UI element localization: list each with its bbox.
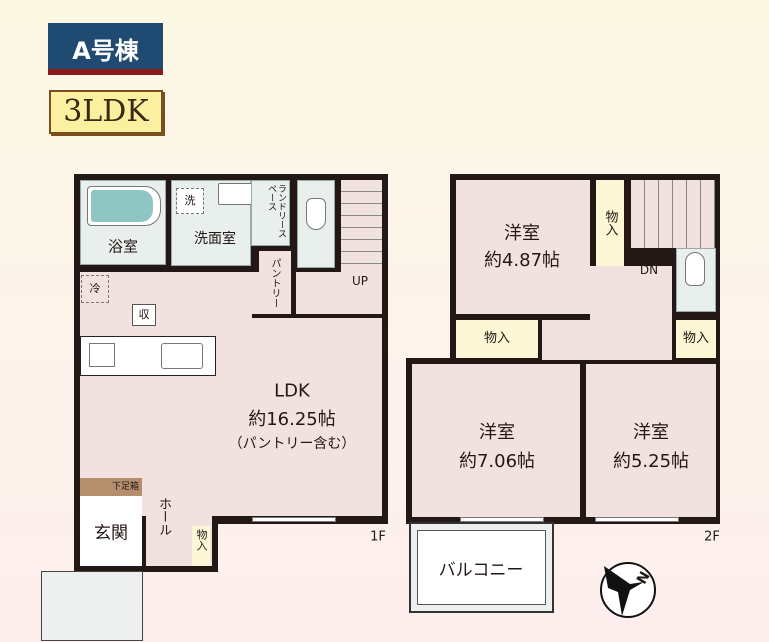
floor-1-label: 1F [370, 529, 386, 545]
floor-2-label: 2F [704, 529, 720, 545]
western-room-1 [456, 180, 590, 314]
window [460, 517, 544, 522]
ldk-label: LDK [274, 380, 310, 402]
storage-mark: 収 [132, 304, 156, 326]
bath-label: 浴室 [107, 237, 139, 256]
window [252, 517, 336, 522]
toilet-icon [685, 252, 705, 286]
fridge-mark: 冷 [81, 275, 109, 303]
kitchen-sink [161, 343, 203, 369]
shoe-box: 下足箱 [80, 478, 142, 496]
pantry [259, 251, 291, 315]
bathtub [87, 186, 161, 226]
closet-1f: 物入 [192, 526, 210, 566]
washroom-label: 洗面室 [194, 231, 236, 247]
entrance-label: 玄関 [94, 523, 128, 544]
stairs-1f [341, 180, 382, 272]
stairs-up-label: UP [351, 274, 369, 288]
balcony-label: バルコニー [438, 560, 524, 581]
ldk-size: 約16.25帖 [248, 409, 336, 430]
window [595, 517, 679, 522]
western-room-3 [586, 364, 716, 517]
layout-badge: 3LDK [49, 90, 163, 134]
western-room-2 [412, 364, 580, 517]
stairs-down-label: DN [639, 263, 659, 277]
room3-size: 約5.25帖 [612, 451, 690, 472]
closet-left: 物入 [456, 320, 538, 358]
room3-label: 洋室 [633, 422, 669, 443]
laundry-space [251, 180, 290, 246]
compass-icon: N [600, 562, 656, 618]
stove-icon [89, 343, 115, 367]
building-title: A号棟 [48, 23, 163, 75]
room2-size: 約7.06帖 [458, 451, 536, 472]
washer-mark: 洗 [176, 188, 204, 214]
room2-label: 洋室 [479, 422, 515, 443]
pantry-label: パントリー [269, 258, 280, 308]
porch [41, 571, 143, 641]
room1-label: 洋室 [504, 223, 540, 244]
kitchen-counter [80, 336, 216, 376]
stairs-2f [631, 180, 715, 248]
balcony [409, 522, 554, 613]
room1-size: 約4.87帖 [483, 250, 561, 271]
closet-right: 物入 [676, 320, 716, 358]
laundry-label: ランドリースペース [266, 184, 286, 238]
ldk-note: （パントリー含む） [228, 436, 356, 452]
room1-closet: 物入 [596, 180, 624, 266]
sink [218, 183, 254, 205]
hall-label: ホール [156, 497, 171, 536]
toilet-icon [306, 198, 326, 230]
